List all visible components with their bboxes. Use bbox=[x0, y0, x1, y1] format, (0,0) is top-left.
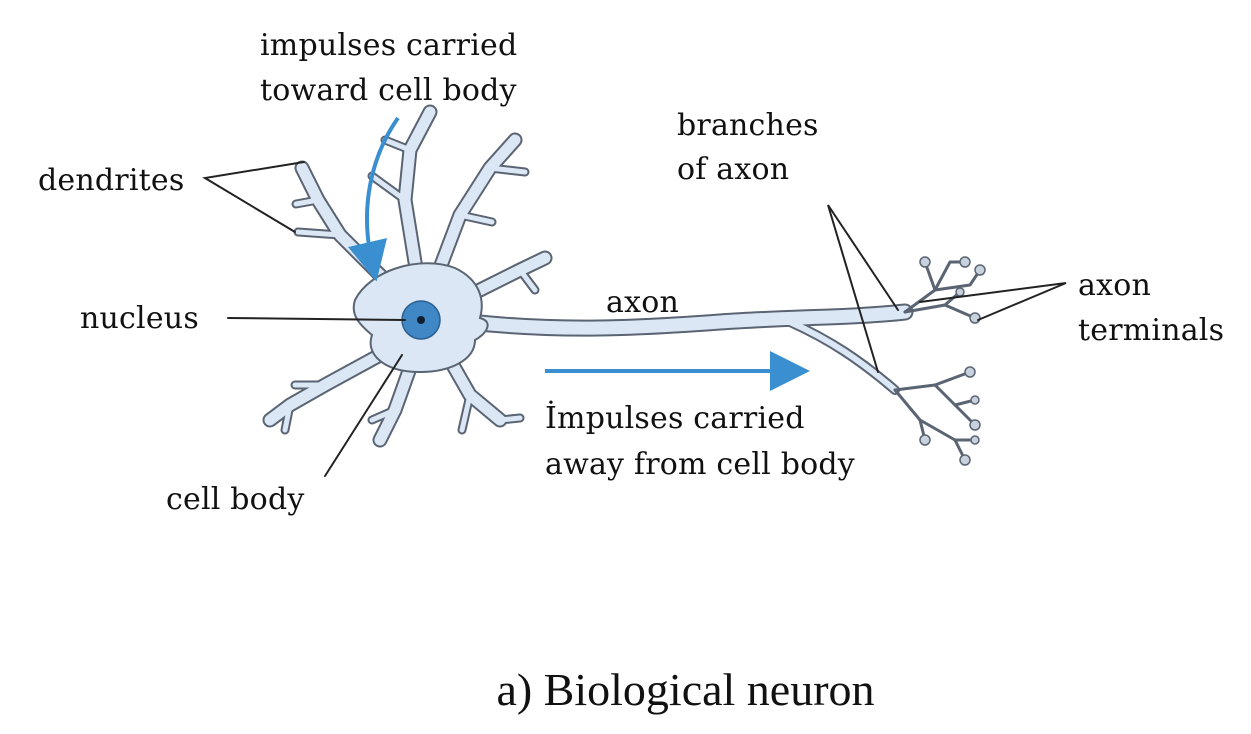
figure-caption: a) Biological neuron bbox=[496, 664, 875, 715]
nucleus-leader bbox=[227, 317, 406, 321]
impulses-toward-label-line2: toward cell body bbox=[260, 73, 517, 108]
axon-terminals bbox=[893, 260, 982, 462]
branches-of-axon-label-line2: of axon bbox=[677, 152, 790, 187]
terminals-leader bbox=[919, 282, 1067, 321]
impulse-toward-arrow bbox=[348, 116, 400, 282]
nucleus-shape bbox=[401, 300, 441, 340]
axon-terminals-label-line1: axon bbox=[1078, 268, 1151, 303]
dendrites-fill bbox=[264, 106, 551, 446]
impulses-away-label-line2: away from cell body bbox=[545, 447, 855, 482]
cell-body-label: cell body bbox=[166, 482, 305, 517]
branches-leader bbox=[827, 204, 899, 373]
axon-label: axon bbox=[606, 285, 679, 320]
dendrites-label: dendrites bbox=[38, 163, 185, 198]
axon-terminals-label-line2: terminals bbox=[1078, 313, 1225, 348]
axon bbox=[461, 303, 914, 395]
axon-terminal-bulbs bbox=[919, 256, 986, 466]
branches-of-axon-label-line1: branches bbox=[677, 108, 819, 143]
cell-body-leader bbox=[324, 354, 403, 477]
leader-lines bbox=[202, 161, 1067, 477]
nucleus-label: nucleus bbox=[80, 301, 199, 336]
dendrites-leader bbox=[202, 161, 305, 233]
impulses-toward-label-line1: impulses carried bbox=[260, 28, 518, 63]
impulses-away-label-line1: İmpulses carried bbox=[545, 401, 805, 436]
